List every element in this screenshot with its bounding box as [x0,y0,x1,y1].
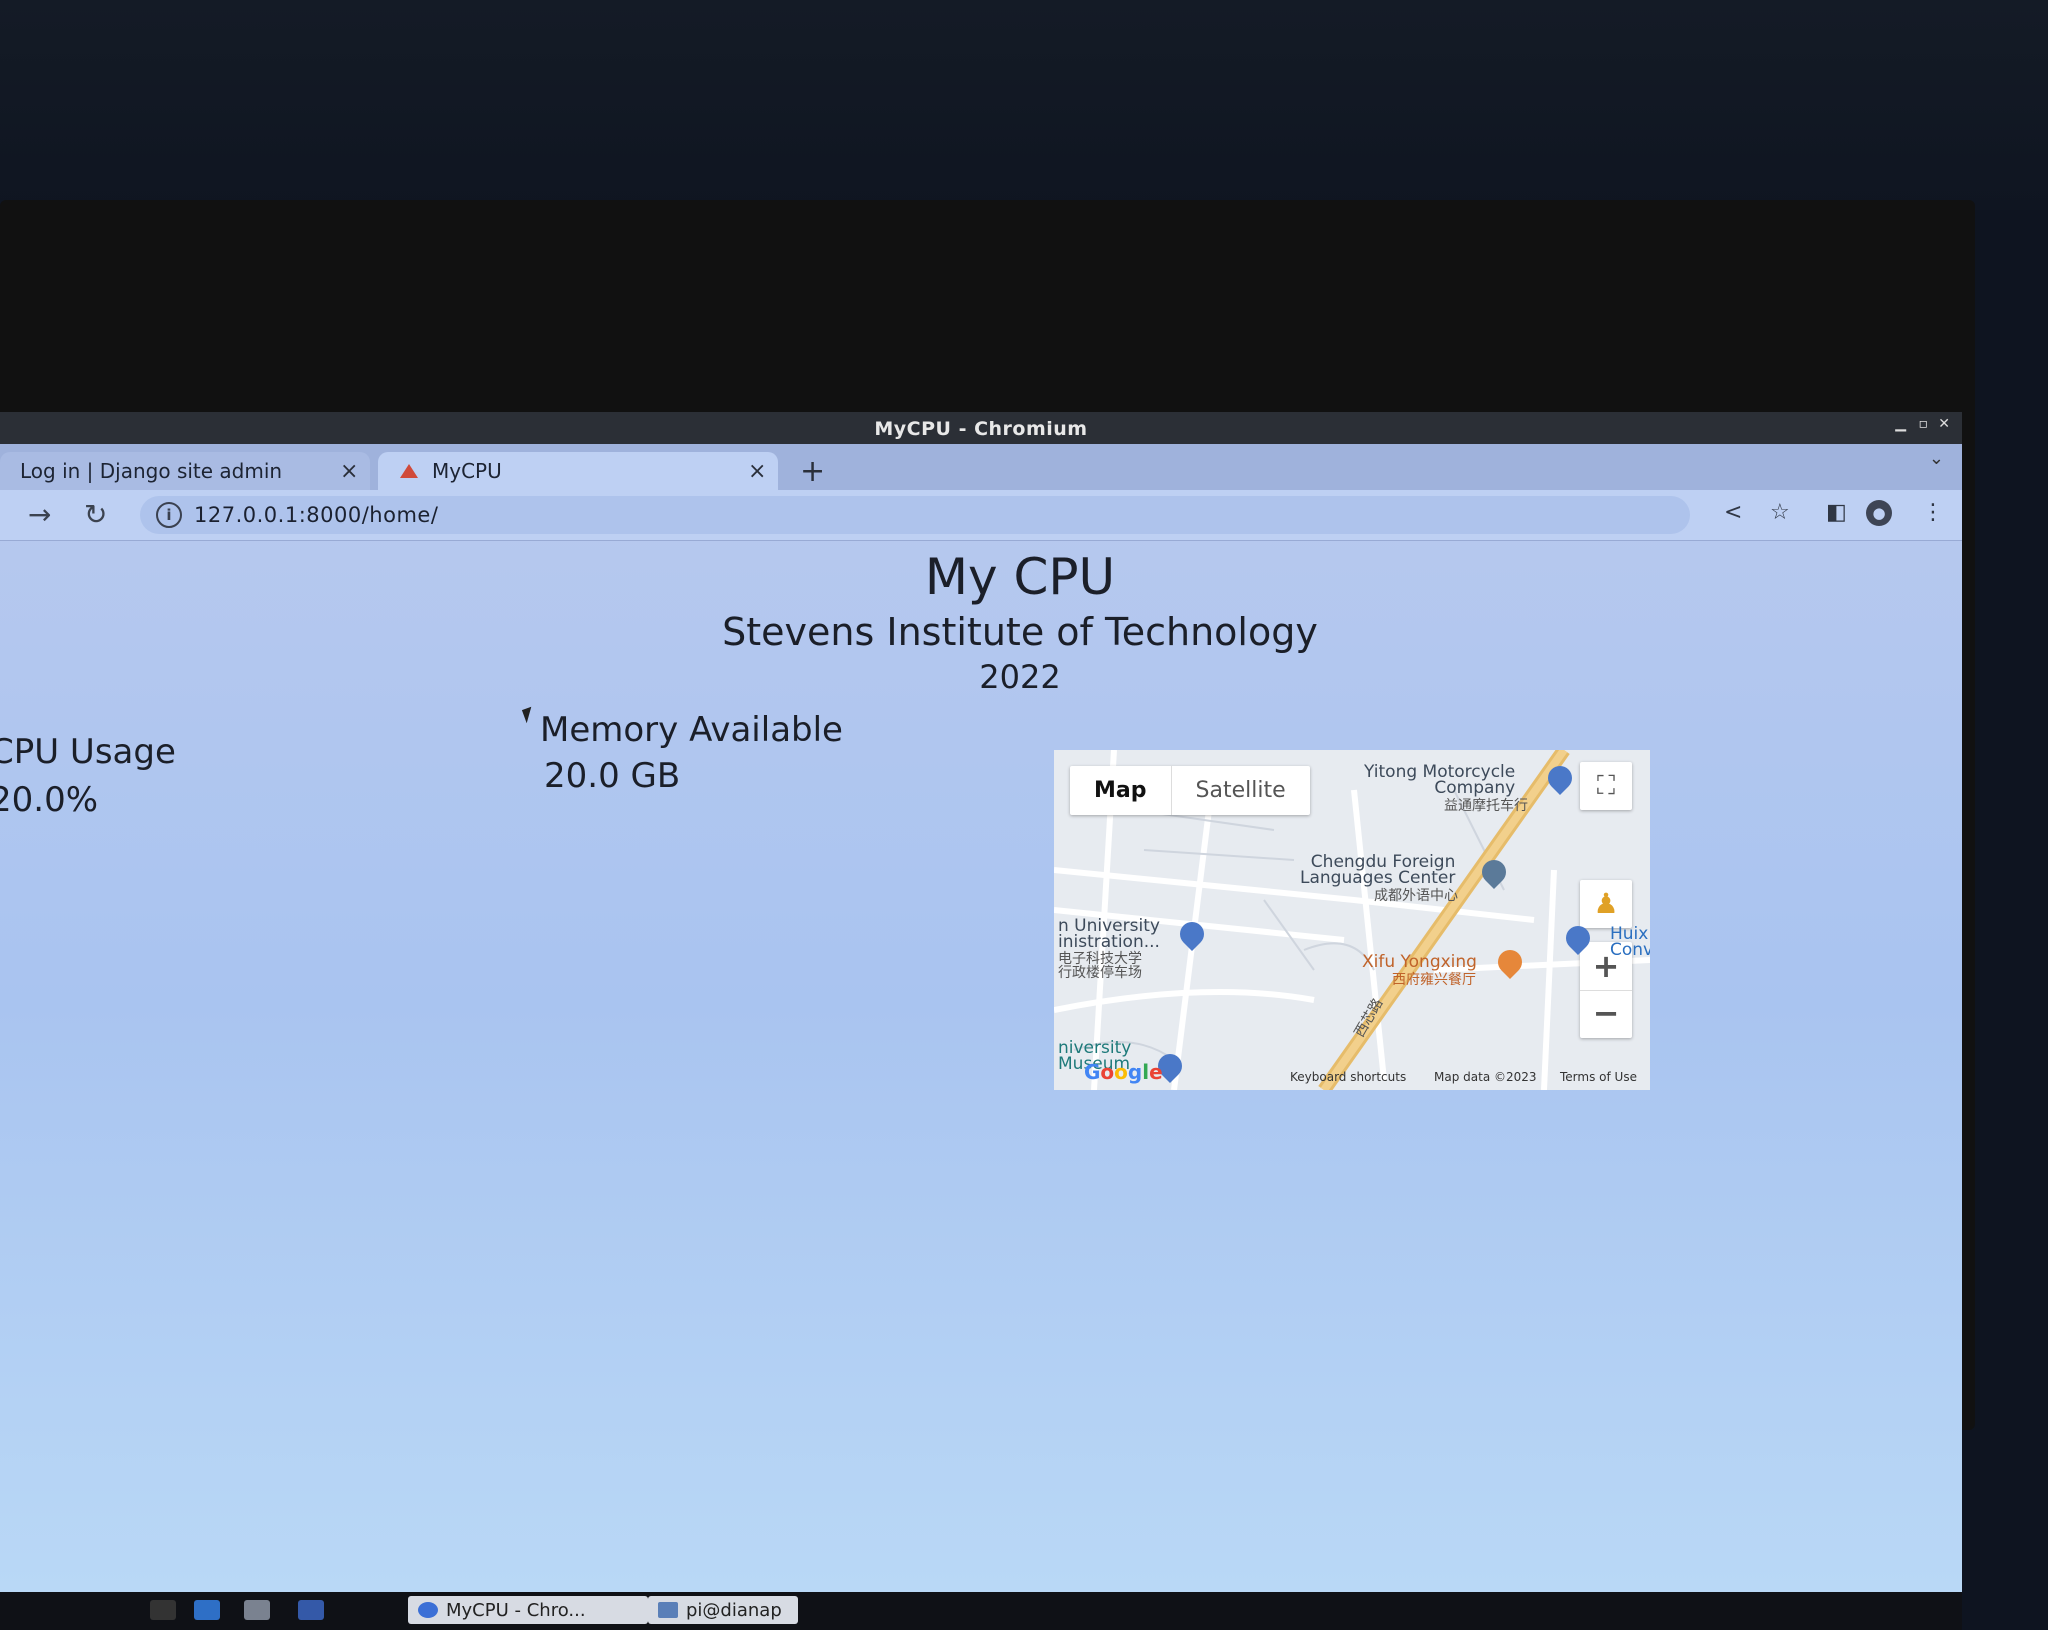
info-icon[interactable]: i [156,502,182,528]
memory-available-label: Memory Available [540,710,843,750]
map-label-chengdu: Chengdu Foreign Languages Center [1300,852,1456,888]
url-text: 127.0.0.1:8000/home/ [194,503,439,527]
chromium-icon [418,1602,438,1618]
map-type-satellite-button[interactable]: Satellite [1170,766,1310,815]
room-background [0,0,2048,210]
taskbar-chromium-label: MyCPU - Chro... [446,1599,586,1621]
taskbar-terminal-label: pi@dianap [686,1599,782,1621]
tab-django-admin[interactable]: Log in | Django site admin × [0,452,370,490]
taskbar-chromium-window[interactable]: MyCPU - Chro... [408,1596,648,1624]
side-panel-icon[interactable]: ◧ [1826,500,1847,525]
map-label-xifu: Xifu Yongxing [1362,952,1477,972]
google-logo: Google [1084,1060,1163,1084]
favicon-icon [400,464,418,478]
forward-icon[interactable]: → [28,498,52,531]
window-title: MyCPU - Chromium [874,418,1088,440]
monitor-bezel: MyCPU - Chromium ▁ ▫ ✕ Log in | Django s… [0,200,1975,1630]
screen: MyCPU - Chromium ▁ ▫ ✕ Log in | Django s… [0,412,1962,1592]
map-label-chengdu-cn: 成都外语中心 [1374,888,1458,904]
zoom-in-button[interactable]: + [1592,947,1620,985]
file-manager-icon[interactable] [244,1600,270,1620]
map-type-map-button[interactable]: Map [1094,778,1147,803]
close-tab-icon[interactable]: × [748,458,767,484]
page-subtitle: Stevens Institute of Technology [722,610,1318,654]
window-titlebar[interactable]: MyCPU - Chromium ▁ ▫ ✕ [0,412,1962,444]
mouse-cursor-icon [521,706,537,724]
menu-launcher-icon[interactable] [150,1600,176,1620]
zoom-out-button[interactable]: − [1580,990,1632,1039]
map-type-control: Map Satellite [1070,766,1310,815]
page-year: 2022 [979,658,1061,696]
fullscreen-icon[interactable]: ⛶ [1580,762,1632,810]
page-content: My CPU Stevens Institute of Technology 2… [0,540,1962,1592]
map-label-huix: Huix Conv [1610,924,1650,960]
tab-strip: Log in | Django site admin × MyCPU × + ⌄ [0,444,1962,490]
tab-label: Log in | Django site admin [20,459,283,483]
terms-of-use-link[interactable]: Terms of Use [1560,1070,1637,1084]
taskbar-terminal-window[interactable]: pi@dianap [648,1596,798,1624]
google-map[interactable]: Map Satellite ⛶ ♟ + − Yitong Motorcycle … [1054,750,1650,1090]
bookmark-star-icon[interactable]: ☆ [1770,500,1790,525]
menu-dots-icon[interactable]: ⋮ [1922,500,1944,525]
map-label-museum: niversity Museum [1058,1038,1132,1074]
cpu-usage-label: CPU Usage [0,732,176,772]
cpu-usage-value: 20.0% [0,780,99,820]
tab-label: MyCPU [432,459,502,483]
memory-available-value: 20.0 GB [544,756,681,796]
terminal-icon [658,1602,678,1618]
map-label-university: n University inistration... [1058,916,1160,952]
keyboard-shortcuts-link[interactable]: Keyboard shortcuts [1290,1070,1407,1084]
taskbar: MyCPU - Chro... pi@dianap [0,1592,1962,1630]
terminal-launcher-icon[interactable] [298,1600,324,1620]
address-bar[interactable]: i 127.0.0.1:8000/home/ [140,496,1690,534]
reload-icon[interactable]: ↻ [84,498,108,531]
browser-toolbar: → ↻ i 127.0.0.1:8000/home/ < ☆ ◧ ● ⋮ [0,490,1962,541]
browser-launcher-icon[interactable] [194,1600,220,1620]
tab-mycpu[interactable]: MyCPU × [378,452,778,490]
share-icon[interactable]: < [1724,500,1743,525]
chevron-down-icon[interactable]: ⌄ [1928,448,1944,469]
street-view-pegman-icon[interactable]: ♟ [1580,880,1632,928]
map-label-university-cn: 电子科技大学 行政楼停车场 [1058,951,1142,981]
map-label-yitong: Yitong Motorcycle Company [1364,762,1516,798]
close-tab-icon[interactable]: × [340,458,359,484]
profile-icon[interactable]: ● [1866,500,1892,526]
zoom-control: + − [1580,942,1632,1038]
map-label-xifu-cn: 西府雍兴餐厅 [1392,972,1476,988]
map-label-yitong-cn: 益通摩托车行 [1444,798,1528,814]
new-tab-button[interactable]: + [800,454,826,489]
map-data-attribution: Map data ©2023 [1434,1070,1537,1084]
close-window-icon[interactable]: ✕ [1938,416,1950,432]
maximize-icon[interactable]: ▫ [1918,416,1929,432]
minimize-icon[interactable]: ▁ [1895,416,1906,432]
page-title: My CPU [924,548,1116,606]
